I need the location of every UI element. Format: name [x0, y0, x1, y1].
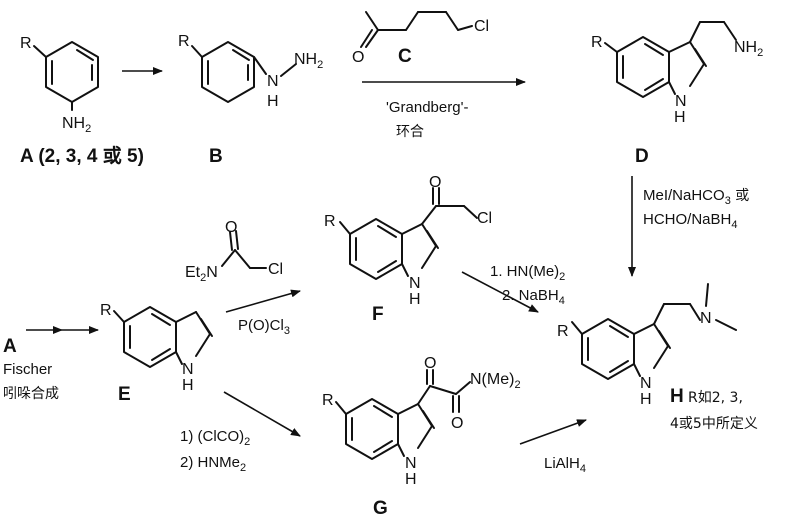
- reagent-oxalyl-1: 1) (ClCO)2: [180, 428, 250, 448]
- reagent-fischer: Fischer: [3, 361, 52, 378]
- compound-e: R N H E: [100, 302, 213, 405]
- label-f: F: [372, 304, 384, 325]
- hydrazine-nh2: NH2: [294, 51, 323, 71]
- label-fischer-a: A: [3, 336, 17, 357]
- indole-h: H: [182, 377, 194, 394]
- arrow-e-to-f: [225, 289, 301, 313]
- carbonyl-o: O: [429, 174, 441, 191]
- reagent-vilsmeier: P(O)Cl3: [238, 317, 290, 337]
- indole-h: H: [674, 109, 686, 126]
- label-h-note: R如2, 3,: [688, 390, 743, 406]
- indole-n: N: [409, 275, 421, 292]
- r-group: R: [20, 35, 32, 52]
- label-h: H: [670, 386, 684, 407]
- r-group: R: [557, 323, 569, 340]
- compound-f: R O Cl N H F: [324, 174, 492, 325]
- reagent-methylation-1: MeI/NaHCO3 或: [643, 187, 749, 207]
- r-group: R: [322, 392, 334, 409]
- hydrazine-h: H: [267, 93, 279, 110]
- amide-n: Et2N: [185, 264, 218, 284]
- label-h-note-2: 4或5中所定义: [670, 416, 758, 432]
- indole-n: N: [640, 375, 652, 392]
- compound-a: R NH2 A (2, 3, 4 或 5): [20, 35, 144, 167]
- amide-o: O: [451, 415, 463, 432]
- reagent-lialh4: LiAlH4: [544, 455, 586, 475]
- arrow-f-to-h: [461, 271, 539, 313]
- label-a: A (2, 3, 4 或 5): [20, 144, 144, 167]
- indole-n: N: [405, 455, 417, 472]
- reagent-grandberg-cn: 环合: [396, 124, 424, 140]
- hydrazine-n: N: [267, 73, 279, 90]
- r-group: R: [324, 213, 336, 230]
- compound-h: R N N H H R如2, 3, 4或5中所定义: [557, 283, 758, 432]
- indole-h: H: [405, 471, 417, 488]
- r-group: R: [178, 33, 190, 50]
- label-b: B: [209, 146, 223, 167]
- compound-c: O Cl C: [352, 11, 489, 67]
- reagent-grandberg: 'Grandberg'-: [386, 99, 468, 116]
- indole-h: H: [640, 391, 652, 408]
- amino-group: NH2: [62, 115, 91, 135]
- compound-g: R O O N(Me)2 N H G: [322, 355, 521, 519]
- carbonyl-o: O: [352, 49, 364, 66]
- reagent-fischer-cn: 吲哚合成: [3, 386, 59, 402]
- amide-cl: Cl: [268, 261, 283, 278]
- compound-b: R N H NH2 B: [178, 33, 323, 167]
- dimethylamide: N(Me)2: [470, 371, 521, 391]
- label-g: G: [373, 498, 388, 519]
- reagent-oxalyl-2: 2) HNMe2: [180, 454, 246, 474]
- arrow-e-to-g: [223, 391, 301, 437]
- label-e: E: [118, 384, 131, 405]
- reagent-methylation-2: HCHO/NaBH4: [643, 211, 737, 231]
- amino-group: NH2: [734, 39, 763, 59]
- r-group: R: [591, 34, 603, 51]
- chloro: Cl: [477, 210, 492, 227]
- r-group: R: [100, 302, 112, 319]
- dimethylamine-n: N: [700, 310, 712, 327]
- indole-n: N: [182, 361, 194, 378]
- compound-d: R NH2 N H D: [591, 21, 763, 167]
- indole-n: N: [675, 93, 687, 110]
- chloro: Cl: [474, 18, 489, 35]
- keto-o: O: [424, 355, 436, 372]
- amide-o: O: [225, 219, 237, 236]
- indole-h: H: [409, 291, 421, 308]
- arrow-g-to-h: [519, 419, 587, 445]
- chloroacetamide-reagent: O Et2N Cl: [185, 219, 283, 284]
- label-c: C: [398, 46, 412, 67]
- label-d: D: [635, 146, 649, 167]
- reagent-amination-2: 2. NaBH4: [502, 287, 565, 307]
- reagent-amination-1: 1. HN(Me)2: [490, 263, 565, 283]
